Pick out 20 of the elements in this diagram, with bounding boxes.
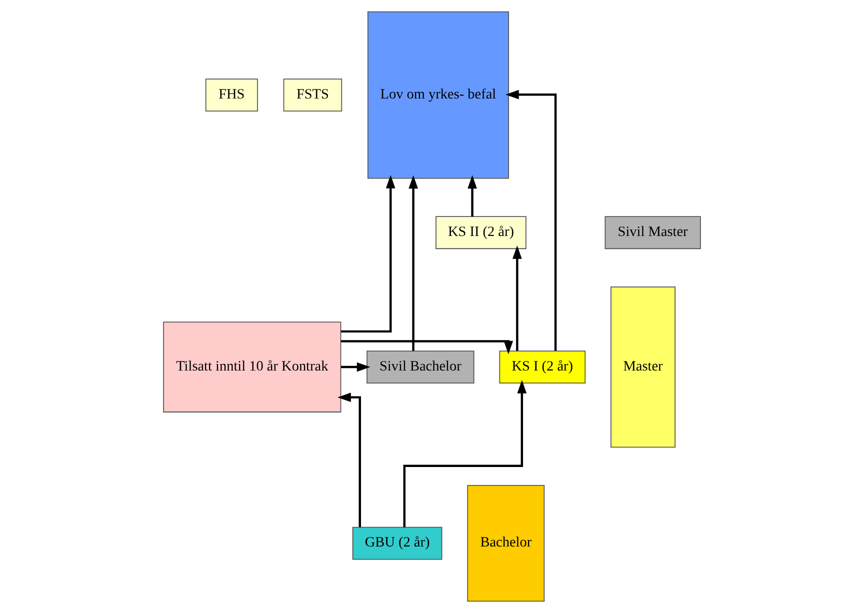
node-box: FSTS (283, 78, 342, 112)
arrow (408, 175, 418, 351)
arrow (341, 340, 514, 354)
arrow (512, 246, 522, 351)
node-box: FHS (205, 78, 258, 112)
node-box: Sivil Master (604, 216, 701, 250)
arrow (403, 380, 527, 528)
arrow (341, 175, 396, 333)
node-box: KS II (2 år) (436, 216, 526, 250)
node-box: GBU (2 år) (352, 526, 442, 560)
node-box: Master (610, 286, 676, 448)
node-box: Sivil Bachelor (366, 350, 474, 384)
node-box: Tilsatt inntil 10 år Kontrak (163, 322, 342, 412)
arrow (338, 392, 361, 528)
node-box: Lov om yrkes- befal (367, 11, 510, 179)
node-box: KS I (2 år) (499, 350, 586, 384)
arrow (468, 175, 477, 217)
arrow (340, 362, 370, 372)
arrow (505, 90, 557, 351)
node-box: Bachelor (467, 485, 545, 602)
